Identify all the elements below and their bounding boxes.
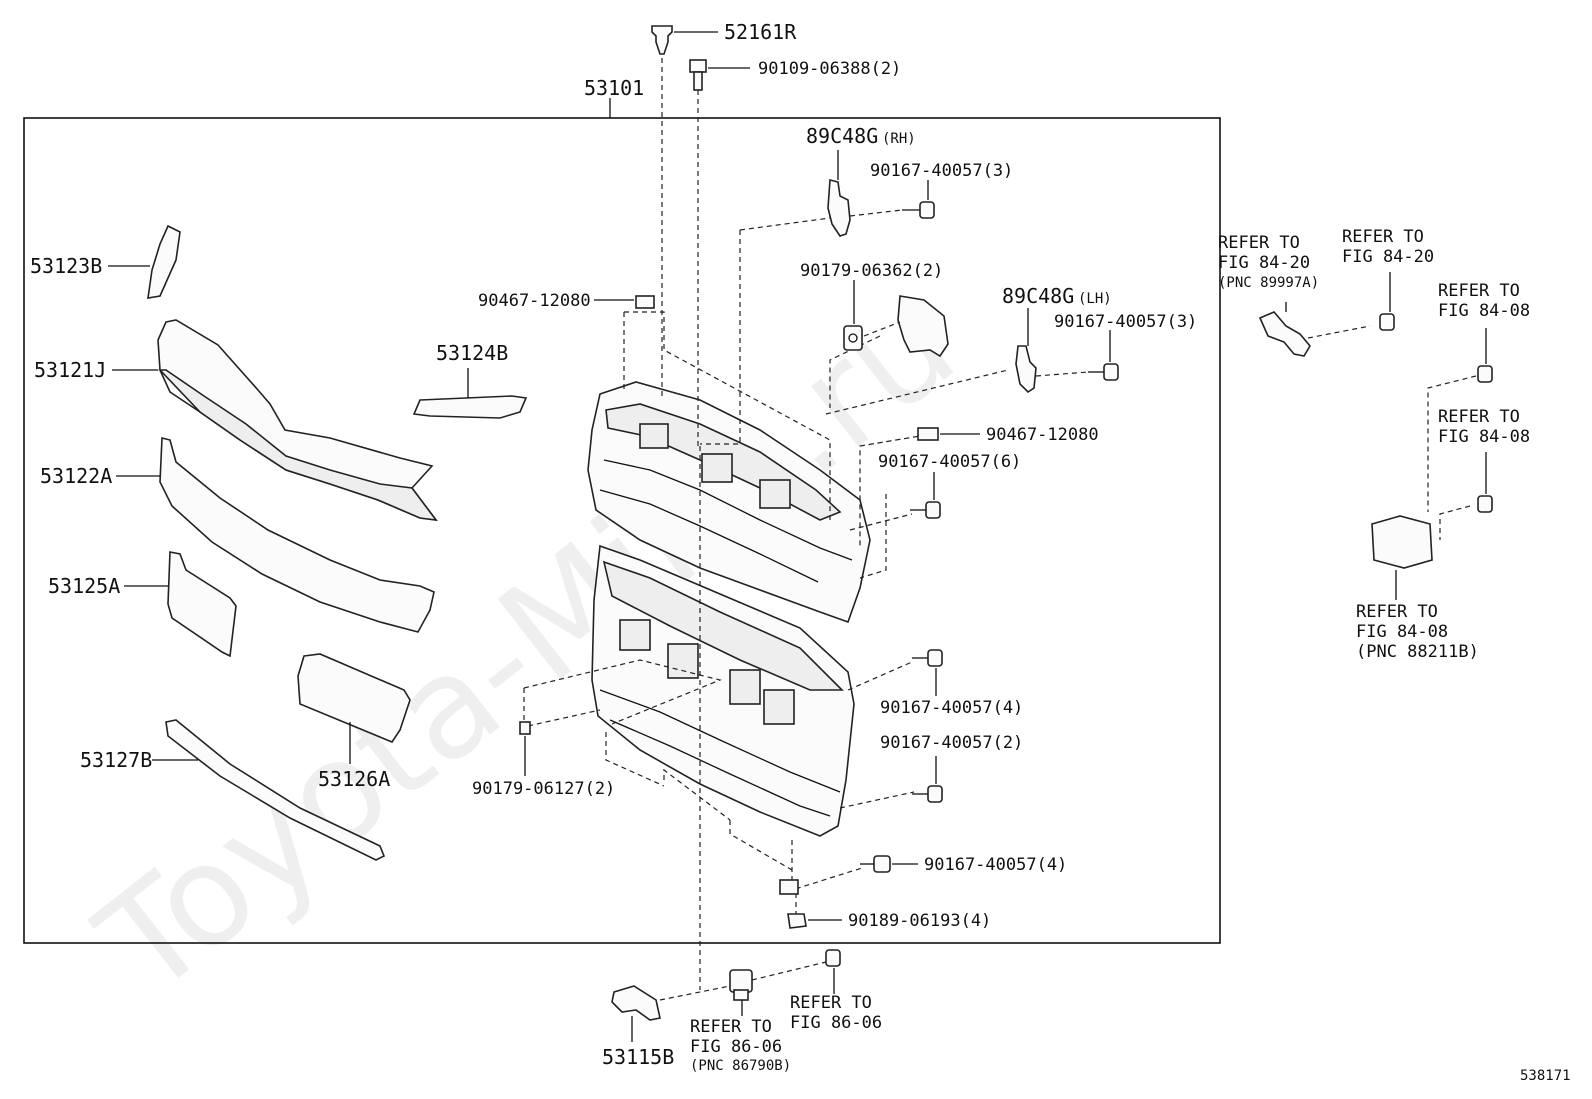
part-ecu-88211B[interactable] bbox=[1371, 515, 1433, 569]
part-53122A[interactable] bbox=[159, 436, 435, 633]
label-53123B[interactable]: 53123B bbox=[30, 254, 102, 278]
refer-fig-84-20-pnc[interactable]: REFER TO FIG 84-20 (PNC 89997A) bbox=[1218, 233, 1319, 291]
part-90167-40057-6[interactable] bbox=[910, 501, 941, 519]
label-90167-40057-3b[interactable]: 90167-40057(3) bbox=[1054, 312, 1197, 332]
label-53124B[interactable]: 53124B bbox=[436, 341, 508, 365]
part-90167-40057-3b[interactable] bbox=[1088, 363, 1119, 381]
refer-fig-84-08-pnc[interactable]: REFER TO FIG 84-08 (PNC 88211B) bbox=[1356, 602, 1479, 662]
part-small-bracket[interactable] bbox=[779, 879, 799, 895]
label-53126A[interactable]: 53126A bbox=[318, 767, 390, 791]
label-90467-12080a[interactable]: 90467-12080 bbox=[478, 291, 591, 311]
label-90167-40057-4a[interactable]: 90167-40057(4) bbox=[880, 698, 1023, 718]
label-52161R[interactable]: 52161R bbox=[724, 20, 797, 44]
label-90167-40057-4b[interactable]: 90167-40057(4) bbox=[924, 855, 1067, 875]
label-89C48G-lh[interactable]: 89C48G bbox=[1002, 284, 1074, 308]
part-90179-06362[interactable] bbox=[843, 325, 863, 351]
part-52161R[interactable] bbox=[651, 25, 673, 55]
part-90467-12080a[interactable] bbox=[635, 295, 655, 309]
part-90467-12080b[interactable] bbox=[917, 427, 939, 441]
part-53115B[interactable] bbox=[611, 985, 661, 1021]
part-bolt-84-20[interactable] bbox=[1379, 313, 1395, 331]
svg-text:(PNC 89997A): (PNC 89997A) bbox=[1218, 275, 1319, 291]
part-90189-06193[interactable] bbox=[787, 913, 807, 929]
part-53123B[interactable] bbox=[147, 224, 181, 299]
part-sensor-89997A[interactable] bbox=[1258, 311, 1311, 357]
svg-text:FIG 84-20: FIG 84-20 bbox=[1218, 253, 1310, 273]
label-lh: (LH) bbox=[1078, 291, 1112, 307]
part-90167-40057-3a[interactable] bbox=[902, 201, 935, 219]
svg-text:REFER TO: REFER TO bbox=[1218, 233, 1300, 253]
label-90179-06362[interactable]: 90179-06362(2) bbox=[800, 261, 943, 281]
label-90109-06388[interactable]: 90109-06388(2) bbox=[758, 59, 901, 79]
refer-fig-84-08-b[interactable]: REFER TO FIG 84-08 bbox=[1438, 407, 1530, 447]
refer-fig-84-20[interactable]: REFER TO FIG 84-20 bbox=[1342, 227, 1434, 267]
part-53125A[interactable] bbox=[167, 551, 237, 658]
part-bracket-mid[interactable] bbox=[897, 295, 949, 358]
part-89C48G-lh[interactable] bbox=[1015, 345, 1037, 394]
label-53127B[interactable]: 53127B bbox=[80, 748, 152, 772]
svg-text:REFER TO: REFER TO bbox=[1438, 281, 1520, 301]
part-sensor-86790B[interactable] bbox=[729, 969, 753, 1001]
svg-text:FIG 84-08: FIG 84-08 bbox=[1438, 301, 1530, 321]
part-89C48G-rh[interactable] bbox=[827, 178, 851, 237]
radiator-support-upper[interactable] bbox=[587, 381, 871, 624]
svg-text:REFER TO: REFER TO bbox=[1356, 602, 1438, 622]
label-90467-12080b[interactable]: 90467-12080 bbox=[986, 425, 1099, 445]
part-bolt-84-08b[interactable] bbox=[1477, 495, 1493, 513]
label-89C48G-rh[interactable]: 89C48G bbox=[806, 124, 878, 148]
part-53126A[interactable] bbox=[297, 653, 411, 743]
part-90167-40057-4b[interactable] bbox=[860, 855, 891, 873]
radiator-support-lower[interactable] bbox=[591, 544, 855, 837]
part-53127B[interactable] bbox=[165, 719, 386, 861]
svg-text:(PNC 88211B): (PNC 88211B) bbox=[1356, 642, 1479, 662]
label-53125A[interactable]: 53125A bbox=[48, 574, 120, 598]
label-90179-06127[interactable]: 90179-06127(2) bbox=[472, 779, 615, 799]
label-90167-40057-6[interactable]: 90167-40057(6) bbox=[878, 452, 1021, 472]
svg-text:REFER TO: REFER TO bbox=[790, 993, 872, 1013]
part-90179-06127[interactable] bbox=[519, 721, 531, 735]
part-90167-40057-2[interactable] bbox=[912, 785, 943, 803]
label-53115B[interactable]: 53115B bbox=[602, 1045, 674, 1069]
part-bolt-86-06[interactable] bbox=[825, 949, 841, 967]
label-53121J[interactable]: 53121J bbox=[34, 358, 106, 382]
part-bolt-84-08a[interactable] bbox=[1477, 365, 1493, 383]
refer-fig-86-06-pnc[interactable]: REFER TO FIG 86-06 (PNC 86790B) bbox=[690, 1017, 791, 1074]
label-53122A[interactable]: 53122A bbox=[40, 464, 112, 488]
part-53124B[interactable] bbox=[412, 395, 528, 419]
figure-id: 538171 bbox=[1520, 1068, 1571, 1084]
label-53101[interactable]: 53101 bbox=[584, 76, 644, 100]
label-rh: (RH) bbox=[882, 131, 916, 147]
svg-text:REFER TO: REFER TO bbox=[1342, 227, 1424, 247]
svg-text:FIG 84-08: FIG 84-08 bbox=[1356, 622, 1448, 642]
label-90189-06193[interactable]: 90189-06193(4) bbox=[848, 911, 991, 931]
label-90167-40057-2[interactable]: 90167-40057(2) bbox=[880, 733, 1023, 753]
svg-text:FIG 84-08: FIG 84-08 bbox=[1438, 427, 1530, 447]
refer-fig-86-06[interactable]: REFER TO FIG 86-06 bbox=[790, 993, 882, 1033]
refer-fig-84-08-a[interactable]: REFER TO FIG 84-08 bbox=[1438, 281, 1530, 321]
part-90167-40057-4a[interactable] bbox=[912, 649, 943, 667]
svg-text:FIG 86-06: FIG 86-06 bbox=[790, 1013, 882, 1033]
part-90109-06388[interactable] bbox=[689, 59, 707, 91]
svg-text:FIG 86-06: FIG 86-06 bbox=[690, 1037, 782, 1057]
assembly-frame bbox=[23, 117, 1221, 944]
svg-text:REFER TO: REFER TO bbox=[1438, 407, 1520, 427]
svg-text:FIG 84-20: FIG 84-20 bbox=[1342, 247, 1434, 267]
svg-text:(PNC 86790B): (PNC 86790B) bbox=[690, 1058, 791, 1074]
label-90167-40057-3a[interactable]: 90167-40057(3) bbox=[870, 161, 1013, 181]
svg-text:REFER TO: REFER TO bbox=[690, 1017, 772, 1037]
